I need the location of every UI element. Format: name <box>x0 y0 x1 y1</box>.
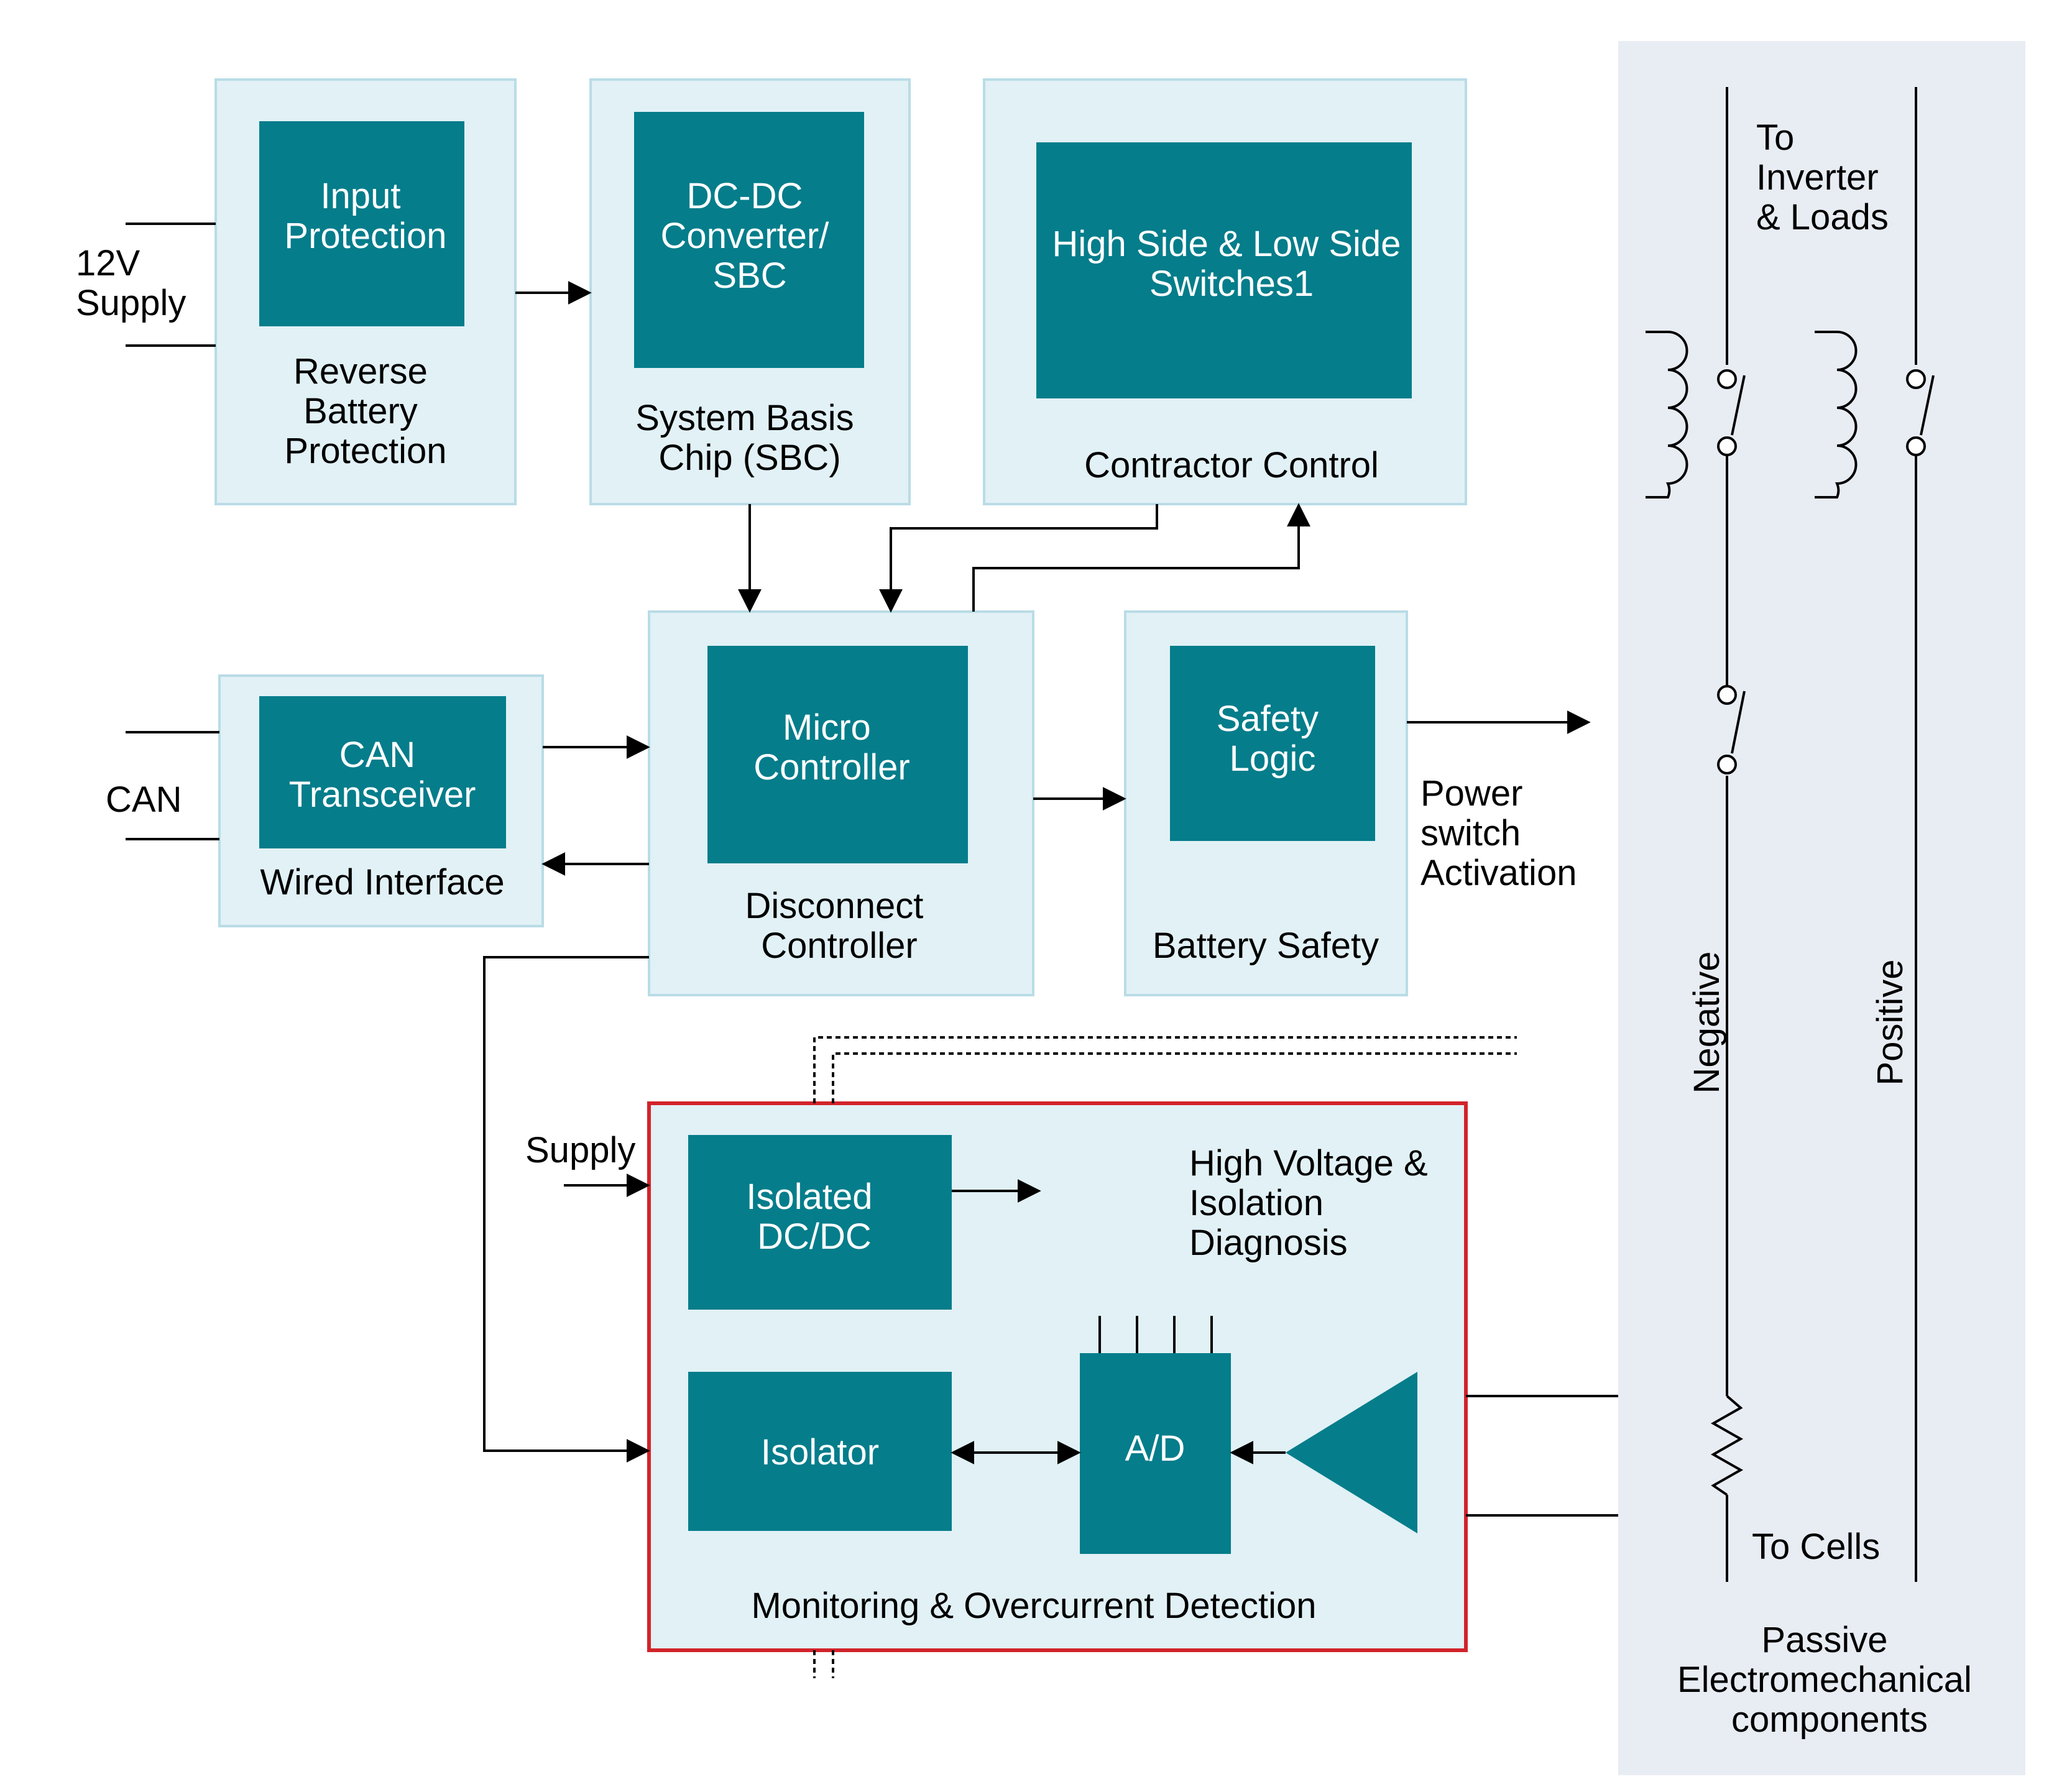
positive-rail <box>1815 87 1935 1582</box>
supply-12v-label: 12V Supply <box>76 243 186 323</box>
isolated-dcdc-label: Isolated DC/DC <box>746 1177 882 1257</box>
ad-pins <box>1098 1316 1213 1353</box>
passive-caption: Passive Electromechanical components <box>1677 1620 1982 1740</box>
wired-interface-caption: Wired Interface <box>260 862 504 903</box>
safety-logic-label: Safety Logic <box>1217 699 1329 779</box>
to-cells-label: To Cells <box>1752 1527 1880 1567</box>
battery-safety-caption: Battery Safety <box>1153 926 1379 966</box>
monitoring-caption: Monitoring & Overcurrent Detection <box>751 1586 1316 1626</box>
ad-label: A/D <box>1125 1428 1186 1469</box>
micro-controller-chip <box>707 646 968 863</box>
ad-converter-chip <box>1080 1353 1231 1554</box>
isolated-dcdc-chip <box>688 1135 952 1310</box>
amplifier-triangle <box>1286 1372 1417 1533</box>
high-low-side-switches-chip <box>1036 142 1412 398</box>
labels: 12V Supply CAN Reverse Battery Protectio… <box>76 117 1982 1740</box>
isolator-label: Isolator <box>761 1432 879 1472</box>
to-inverter-label: To Inverter & Loads <box>1756 117 1889 237</box>
micro-controller-label: Micro Controller <box>753 707 909 788</box>
switches-label: High Side & Low Side Switches1 <box>1052 224 1411 304</box>
can-transceiver-chip <box>259 696 506 848</box>
input-protection-label: Input Protection <box>284 176 446 256</box>
disconnect-caption: Disconnect Controller <box>745 886 933 966</box>
can-transceiver-label: CAN Transceiver <box>289 735 476 815</box>
isolator-chip <box>688 1372 952 1531</box>
reverse-battery-caption: Reverse Battery Protection <box>284 351 446 471</box>
dc-dc-converter-label: DC-DC Converter/ SBC <box>661 176 839 296</box>
sbc-caption: System Basis Chip (SBC) <box>635 398 863 478</box>
dc-dc-converter-chip <box>634 112 864 368</box>
can-label: CAN <box>106 779 182 820</box>
safety-logic-chip <box>1170 646 1375 841</box>
negative-label: Negative <box>1687 952 1727 1094</box>
chip-labels: Input Protection DC-DC Converter/ SBC Hi… <box>284 176 1411 1472</box>
positive-label: Positive <box>1870 959 1910 1085</box>
hv-diagnosis-label: High Voltage & Isolation Diagnosis <box>1189 1143 1438 1263</box>
negative-rail <box>1646 87 1746 1582</box>
power-switch-label: Power switch Activation <box>1420 773 1577 893</box>
input-protection-chip <box>259 121 464 326</box>
supply-label: Supply <box>525 1130 635 1170</box>
passive-components-panel <box>1618 41 2025 1775</box>
contractor-caption: Contractor Control <box>1084 445 1379 485</box>
connector-lines <box>126 223 1618 1517</box>
isolation-dotted-lines <box>813 1036 1517 1678</box>
